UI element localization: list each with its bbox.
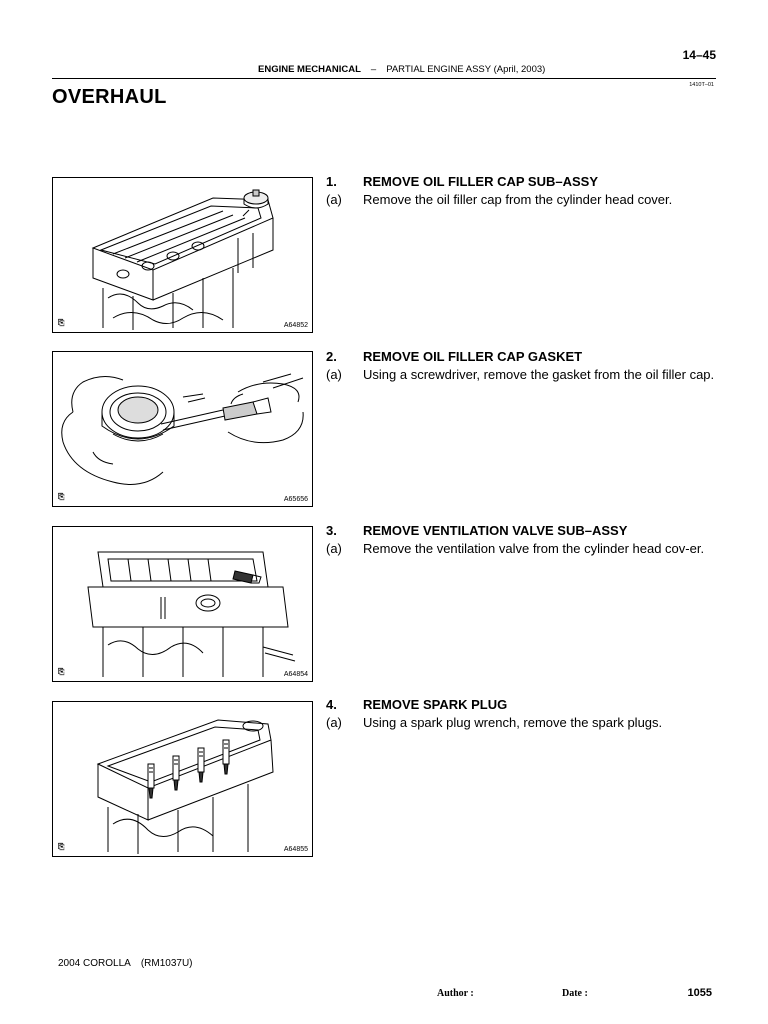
step-heading: REMOVE OIL FILLER CAP SUB–ASSY bbox=[363, 174, 599, 189]
book-icon: ⎘ bbox=[58, 492, 65, 501]
substep-number: (a) bbox=[326, 715, 342, 730]
substep-text: Remove the oil filler cap from the cylin… bbox=[363, 192, 673, 207]
step-heading: REMOVE OIL FILLER CAP GASKET bbox=[363, 349, 583, 364]
substep-text: Using a screwdriver, remove the gasket f… bbox=[363, 367, 715, 382]
book-icon: ⎘ bbox=[58, 842, 65, 851]
step-1: 1. REMOVE OIL FILLER CAP SUB–ASSY (a) Re… bbox=[326, 173, 721, 209]
step-3: 3. REMOVE VENTILATION VALVE SUB–ASSY (a)… bbox=[326, 522, 721, 558]
step-2: 2. REMOVE OIL FILLER CAP GASKET (a) Usin… bbox=[326, 348, 721, 384]
engine-head-cover-illustration bbox=[87, 551, 296, 677]
step-number: 4. bbox=[326, 697, 337, 712]
footer-model-name: 2004 COROLLA bbox=[58, 958, 131, 969]
step-heading: REMOVE VENTILATION VALVE SUB–ASSY bbox=[363, 523, 628, 538]
substep-text: Using a spark plug wrench, remove the sp… bbox=[363, 715, 663, 730]
substep-number: (a) bbox=[326, 541, 342, 556]
figure-code: A64852 bbox=[283, 322, 308, 329]
oil-filler-cap-icon bbox=[242, 189, 269, 217]
book-icon: ⎘ bbox=[58, 667, 65, 676]
book-icon: ⎘ bbox=[58, 318, 65, 327]
figure-code: A65656 bbox=[283, 496, 308, 503]
header-subsection: PARTIAL ENGINE ASSY (April, 2003) bbox=[386, 64, 546, 75]
header-separator: – bbox=[370, 64, 377, 75]
figure-oil-filler-cap-gasket: ⎘ A65656 bbox=[52, 351, 313, 507]
step-number: 2. bbox=[326, 349, 337, 364]
figure-oil-filler-cap: ⎘ A64852 bbox=[52, 177, 313, 333]
engine-illustration bbox=[91, 189, 274, 330]
page-number: 14–45 bbox=[682, 48, 716, 62]
step-heading: REMOVE SPARK PLUG bbox=[363, 697, 508, 712]
substep-number: (a) bbox=[326, 192, 342, 207]
step-number: 3. bbox=[326, 523, 337, 538]
substep-text: Remove the ventilation valve from the cy… bbox=[363, 541, 705, 556]
step-4: 4. REMOVE SPARK PLUG (a) Using a spark p… bbox=[326, 696, 721, 732]
footer-model: 2004 COROLLA (RM1037U) bbox=[58, 958, 193, 969]
footer-page-number: 1055 bbox=[687, 987, 712, 999]
header-rule bbox=[52, 78, 716, 79]
running-header: ENGINE MECHANICAL–PARTIAL ENGINE ASSY (A… bbox=[258, 64, 545, 75]
figure-spark-plug: ⎘ A64855 bbox=[52, 701, 313, 857]
header-section: ENGINE MECHANICAL bbox=[258, 64, 361, 75]
footer-author-label: Author : bbox=[437, 988, 474, 999]
footer-manual-code: (RM1037U) bbox=[140, 958, 193, 969]
spark-plug-icon bbox=[147, 739, 230, 799]
substep-number: (a) bbox=[326, 367, 342, 382]
page-title: OVERHAUL bbox=[52, 86, 167, 108]
gasket-removal-illustration bbox=[61, 373, 304, 485]
figure-ventilation-valve: ⎘ A64854 bbox=[52, 526, 313, 682]
ventilation-valve-icon bbox=[232, 570, 262, 584]
step-number: 1. bbox=[326, 174, 337, 189]
spark-plug-illustration bbox=[96, 719, 274, 854]
document-id: 1410T–01 bbox=[689, 82, 714, 88]
figure-code: A64854 bbox=[283, 671, 308, 678]
figure-code: A64855 bbox=[283, 846, 308, 853]
footer-date-label: Date : bbox=[562, 988, 588, 999]
